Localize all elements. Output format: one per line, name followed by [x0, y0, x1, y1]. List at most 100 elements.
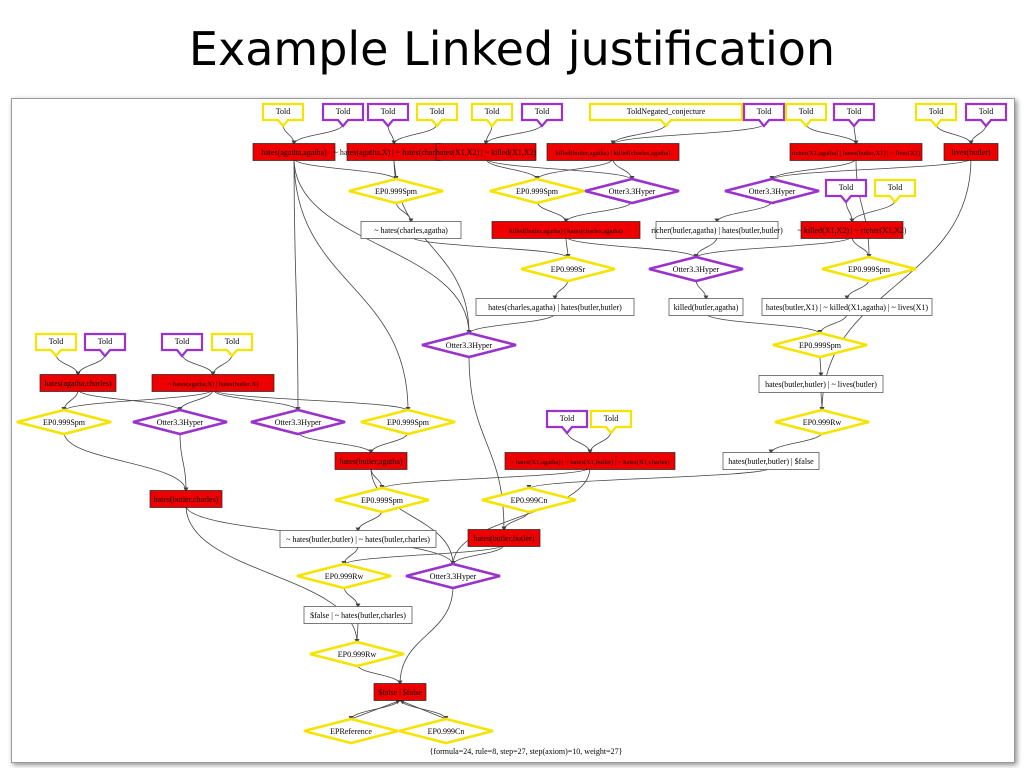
graph-edge	[610, 123, 765, 146]
graph-edge	[350, 699, 401, 720]
graph-edge	[293, 158, 399, 181]
node-label: Told	[381, 107, 396, 116]
inference-node: Otter3.3Hyper	[405, 562, 501, 590]
told-shape	[321, 102, 365, 128]
node-label: EP0.999Cn	[428, 727, 465, 736]
node-label: ~ killed(X1,X2) | ~ richer(X1,X2)	[798, 226, 907, 235]
node-label: EP0.999Spm	[516, 187, 559, 196]
clause-box	[334, 452, 408, 470]
graph-edge	[348, 698, 401, 721]
graph-edge	[341, 544, 505, 566]
graph-edge	[768, 431, 823, 455]
told-node: Told	[520, 102, 564, 128]
told-shape	[210, 332, 254, 358]
graph-edge	[483, 123, 543, 146]
inference-node: EP0.999Spm	[348, 177, 444, 205]
clause-box	[491, 221, 641, 239]
proof-statistics: {formula=24, rule=8, step=27, step(axiom…	[430, 747, 623, 756]
node-label: hates(agatha,agatha)	[261, 148, 327, 157]
node-label: hates(charles,agatha) | hates(butler,but…	[488, 303, 622, 312]
node-label: Told	[276, 107, 291, 116]
graph-edge	[693, 236, 853, 259]
graph-edge	[293, 158, 472, 335]
derived-clause-box	[668, 298, 744, 316]
inference-diamond	[303, 717, 399, 745]
told-shape	[784, 102, 828, 128]
graph-edge	[485, 158, 635, 181]
inference-node: Otter3.3Hyper	[132, 408, 228, 436]
told-node: Told	[742, 102, 786, 128]
graph-edge	[855, 158, 872, 259]
clause-node: ~ hates(X1,agatha) | ~ hates(X1,butler) …	[504, 452, 676, 470]
inference-node: EP0.999Spm	[16, 408, 112, 436]
clause-box	[546, 143, 680, 161]
clause-box	[467, 529, 541, 547]
derived-clause-box	[303, 606, 413, 624]
inference-diamond	[348, 177, 444, 205]
graph-edge	[526, 467, 772, 490]
graph-edge	[355, 509, 383, 533]
node-label: Told	[430, 107, 445, 116]
node-label: $false | ~ hates(butler,charles)	[310, 611, 406, 620]
node-label: Told	[225, 337, 240, 346]
derived-clause-box	[475, 298, 635, 316]
node-label: richer(X1,agatha) | hates(butler,X1) | ~…	[792, 150, 921, 157]
told-node: Told	[545, 409, 589, 435]
told-node: Told	[366, 102, 410, 128]
derived-clause-box	[360, 221, 462, 239]
inference-diamond	[309, 640, 405, 668]
inference-node: Otter3.3Hyper	[250, 408, 346, 436]
graph-edge	[282, 123, 297, 146]
node-label: EP0.999Cn	[511, 496, 548, 505]
graph-edge	[293, 158, 301, 412]
graph-edge	[805, 123, 859, 146]
graph-edge	[695, 278, 709, 301]
graph-edge	[55, 353, 81, 377]
clause-node: hates(X1,X2) | ~ killed(X1,X2)	[435, 143, 537, 161]
inference-diamond	[296, 562, 392, 590]
inference-diamond	[421, 331, 517, 359]
derived-clause-box	[761, 298, 933, 316]
derived-clause-box	[758, 375, 884, 393]
told-node: Told	[210, 332, 254, 358]
node-label: hates(butler,charles)	[154, 495, 219, 504]
node-label: ~ hates(agatha,X) | hates(butler,X)	[168, 381, 259, 388]
derived-clause-node: richer(butler,agatha) | hates(butler,but…	[651, 221, 783, 239]
graph-edge	[77, 389, 183, 412]
derived-clause-node: hates(butler,butler) | $false	[722, 452, 820, 470]
node-label: ToldNegated_conjecture	[627, 107, 706, 116]
inference-diamond	[481, 486, 577, 514]
told-shape	[832, 102, 876, 128]
graph-edge	[536, 200, 569, 224]
inference-node: EP0.999Spm	[360, 408, 456, 436]
told-shape	[588, 102, 744, 128]
clause-box	[504, 452, 676, 470]
node-label: hates(butler,butler)	[474, 534, 535, 543]
told-node: Told	[415, 102, 459, 128]
clause-node: $false | $false	[373, 683, 427, 701]
told-node: Told	[873, 178, 917, 204]
clause-node: lives(butler)	[943, 143, 999, 161]
node-label: Otter3.3Hyper	[446, 341, 493, 350]
told-shape	[589, 409, 633, 435]
told-shape	[742, 102, 786, 128]
graph-edge	[379, 467, 591, 490]
clause-box	[149, 490, 223, 508]
graph-edge	[341, 545, 359, 566]
graph-edge	[705, 313, 823, 335]
inference-node: EP0.999Spm	[772, 331, 868, 359]
node-label: killed(butler,agatha) | hates(charles,ag…	[509, 228, 622, 235]
graph-edge	[935, 123, 974, 146]
told-shape	[470, 102, 514, 128]
told-node: Told	[589, 409, 633, 435]
told-node: Told	[321, 102, 365, 128]
node-label: Told	[175, 337, 190, 346]
node-label: killed(butler,agatha)	[674, 303, 739, 312]
told-node: Told	[914, 102, 958, 128]
inference-diamond	[724, 177, 820, 205]
derived-clause-node: hates(butler,butler) | ~ lives(butler)	[758, 375, 884, 393]
graph-edge	[693, 236, 718, 259]
derived-clause-node: killed(butler,agatha)	[668, 298, 744, 316]
